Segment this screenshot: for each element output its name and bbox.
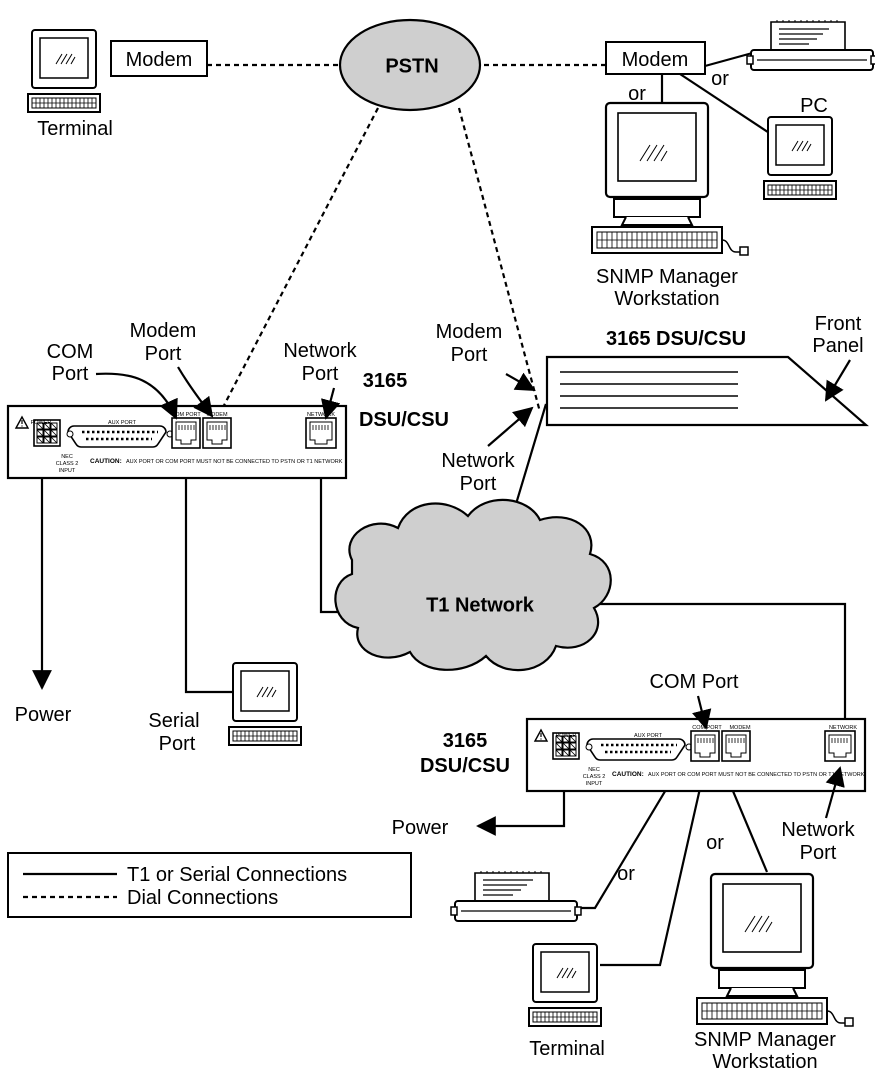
remote-terminal-label: Terminal (37, 118, 113, 140)
pc-label: PC (800, 95, 828, 117)
left-panel-nec3: INPUT (59, 468, 76, 474)
left-serial-pc (228, 662, 302, 746)
right-network-port-callout: Network Port (781, 766, 856, 864)
right-unit-title-line2: DSU/CSU (420, 755, 510, 777)
legend-solid-label: T1 or Serial Connections (127, 864, 347, 886)
left-network-port-callout: Network Port (283, 340, 358, 420)
right-panel-modem: MODEM (729, 725, 751, 731)
front-network-port-line1: Network (441, 450, 515, 472)
remote-terminal: Terminal (27, 29, 113, 140)
right-unit-title-line1: 3165 (443, 730, 488, 752)
left-unit-title: 3165 DSU/CSU (359, 370, 449, 431)
right-network-port-line2: Port (800, 842, 837, 864)
left-com-port-line2: Port (52, 363, 89, 385)
left-panel-nec1: NEC (61, 454, 73, 460)
serial-port-line1: Serial (148, 710, 199, 732)
left-panel-caution-text: AUX PORT OR COM PORT MUST NOT BE CONNECT… (126, 459, 343, 465)
right-com-port-label: COM Port (650, 671, 739, 693)
left-unit-title-line2: DSU/CSU (359, 409, 449, 431)
right-printer (450, 870, 582, 922)
front-network-port-callout: Network Port (441, 406, 534, 495)
remote-snmp-line1: SNMP Manager (596, 266, 738, 288)
right-network-port-line1: Network (781, 819, 855, 841)
left-panel-aux: AUX PORT (108, 420, 137, 426)
left-panel-nec2: CLASS 2 (56, 461, 79, 467)
right-unit-title: 3165 DSU/CSU (420, 730, 510, 777)
right-dsu-csu-panel: POWER AUX PORT COM PORT MODEM NETWORK NE… (525, 717, 867, 793)
remote-modem-left: Modem (110, 40, 208, 77)
left-panel-modem: MODEM (206, 412, 228, 418)
right-terminal-label: Terminal (529, 1038, 605, 1060)
right-or-lower: or (617, 863, 635, 885)
left-panel-power: POWER (31, 420, 52, 426)
left-network-port-line2: Port (302, 363, 339, 385)
right-panel-nec1: NEC (588, 767, 600, 773)
front-modem-port-line1: Modem (436, 321, 503, 343)
right-panel-nec3: INPUT (586, 781, 603, 787)
right-panel-caution-text: AUX PORT OR COM PORT MUST NOT BE CONNECT… (648, 772, 865, 778)
legend: T1 or Serial Connections Dial Connection… (7, 852, 412, 918)
left-com-port-callout: COM Port (47, 341, 178, 420)
pstn-label: PSTN (385, 55, 438, 77)
right-com-port-callout: COM Port (650, 671, 739, 730)
remote-printer (746, 19, 875, 71)
pstn-cloud: PSTN (338, 18, 482, 112)
right-terminal: Terminal (528, 943, 605, 1060)
remote-snmp-workstation: SNMP Manager Workstation (590, 101, 750, 310)
left-panel-network: NETWORK (307, 412, 335, 418)
right-or-upper: or (706, 832, 724, 854)
or-workstation-label: or (628, 83, 646, 105)
left-modem-port-line2: Port (145, 343, 182, 365)
left-power-label: Power (15, 704, 72, 726)
front-dsu-csu: 3165 DSU/CSU (545, 328, 869, 427)
front-modem-port-line2: Port (451, 344, 488, 366)
dial-connections (207, 63, 606, 418)
left-unit-title-line1: 3165 (363, 370, 408, 392)
left-com-port-line1: COM (47, 341, 94, 363)
front-panel-line1: Front (815, 313, 862, 335)
left-network-port-line1: Network (283, 340, 357, 362)
front-panel-callout: Front Panel (812, 313, 864, 402)
legend-dashed-label: Dial Connections (127, 887, 278, 909)
right-snmp-line2: Workstation (712, 1051, 817, 1073)
front-unit-title: 3165 DSU/CSU (606, 328, 746, 350)
or-printer-label: or (711, 68, 729, 90)
right-panel-power: POWER (556, 733, 577, 739)
front-modem-port-callout: Modem Port (436, 321, 536, 391)
right-panel-caution-bold: CAUTION: (612, 771, 644, 778)
t1-network-label: T1 Network (426, 594, 535, 616)
right-snmp-workstation: SNMP Manager Workstation (694, 872, 855, 1073)
right-panel-nec2: CLASS 2 (583, 774, 606, 780)
right-panel-network: NETWORK (829, 725, 857, 731)
t1-network-cloud: T1 Network (334, 498, 612, 672)
left-dsu-csu-panel: POWER AUX PORT COM PORT MODEM NETWORK NE… (6, 404, 348, 480)
left-panel-caution-bold: CAUTION: (90, 458, 122, 465)
left-panel-com: COM PORT (171, 412, 201, 418)
remote-modem-right: Modem (605, 41, 706, 75)
serial-port-line2: Port (159, 733, 196, 755)
remote-pc: PC (763, 95, 837, 200)
right-panel-com: COM PORT (692, 725, 722, 731)
front-panel-line2: Panel (812, 335, 863, 357)
right-panel-aux: AUX PORT (634, 733, 663, 739)
right-snmp-line1: SNMP Manager (694, 1029, 836, 1051)
right-power-label: Power (392, 817, 449, 839)
remote-snmp-line2: Workstation (614, 288, 719, 310)
modem-right-label: Modem (622, 49, 689, 71)
front-network-port-line2: Port (460, 473, 497, 495)
left-modem-port-line1: Modem (130, 320, 197, 342)
modem-left-label: Modem (126, 49, 193, 71)
left-modem-port-callout: Modem Port (130, 320, 214, 418)
